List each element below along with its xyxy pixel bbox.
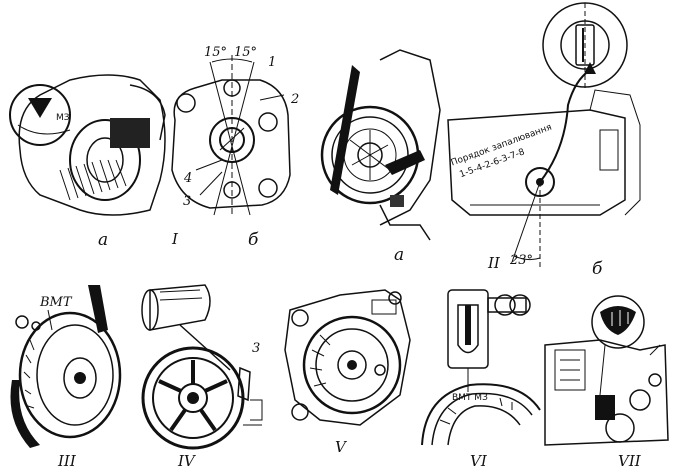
callout-4: 4 bbox=[183, 171, 192, 186]
panel-2b-diagram: Порядок запалювання 1-5-4-2-6-3-7-8 23° bbox=[447, 2, 641, 270]
panel-4-label: IV bbox=[177, 452, 197, 470]
angle-right-label: 15° bbox=[234, 45, 257, 60]
panel-1b-diagram: 15° 15° 1 2 3 4 bbox=[171, 45, 299, 216]
callout-3: 3 bbox=[183, 194, 191, 209]
panel-5-illustration bbox=[284, 289, 411, 426]
callout-2: 2 bbox=[290, 92, 299, 107]
panel-4-illustration: 3 bbox=[141, 284, 263, 450]
vi-flywheel-mark: ВМТ МЗ bbox=[452, 393, 488, 403]
panel-1b-label: б bbox=[248, 230, 259, 250]
panel-6-illustration: ВМТ МЗ bbox=[421, 289, 541, 446]
angle-left-label: 15° bbox=[204, 45, 227, 60]
mz-tag: МЗ bbox=[56, 113, 70, 123]
panel-7-label: VII bbox=[618, 452, 642, 470]
panel-4-callout-3: 3 bbox=[252, 341, 260, 356]
panel-2b-label: б bbox=[592, 259, 603, 279]
mark-triangle-icon bbox=[28, 98, 52, 118]
panel-1a-label: а bbox=[98, 230, 108, 250]
panel-2a-illustration bbox=[320, 49, 441, 241]
panel-7-illustration bbox=[544, 295, 669, 446]
panel-1a-illustration: МЗ bbox=[9, 74, 166, 216]
panel-3-label: III bbox=[57, 452, 77, 470]
bmt-label: ВМТ bbox=[39, 295, 73, 310]
angle-23-label: 23° bbox=[509, 253, 533, 268]
panel-6-label: VI bbox=[470, 452, 488, 470]
callout-1: 1 bbox=[268, 55, 276, 70]
panel-1-label: I bbox=[171, 230, 179, 248]
panel-5-label: V bbox=[335, 438, 348, 456]
panel-2-label: II bbox=[487, 254, 501, 272]
panel-3-illustration: ВМТ bbox=[10, 285, 122, 448]
panel-2a-label: а bbox=[394, 245, 404, 265]
